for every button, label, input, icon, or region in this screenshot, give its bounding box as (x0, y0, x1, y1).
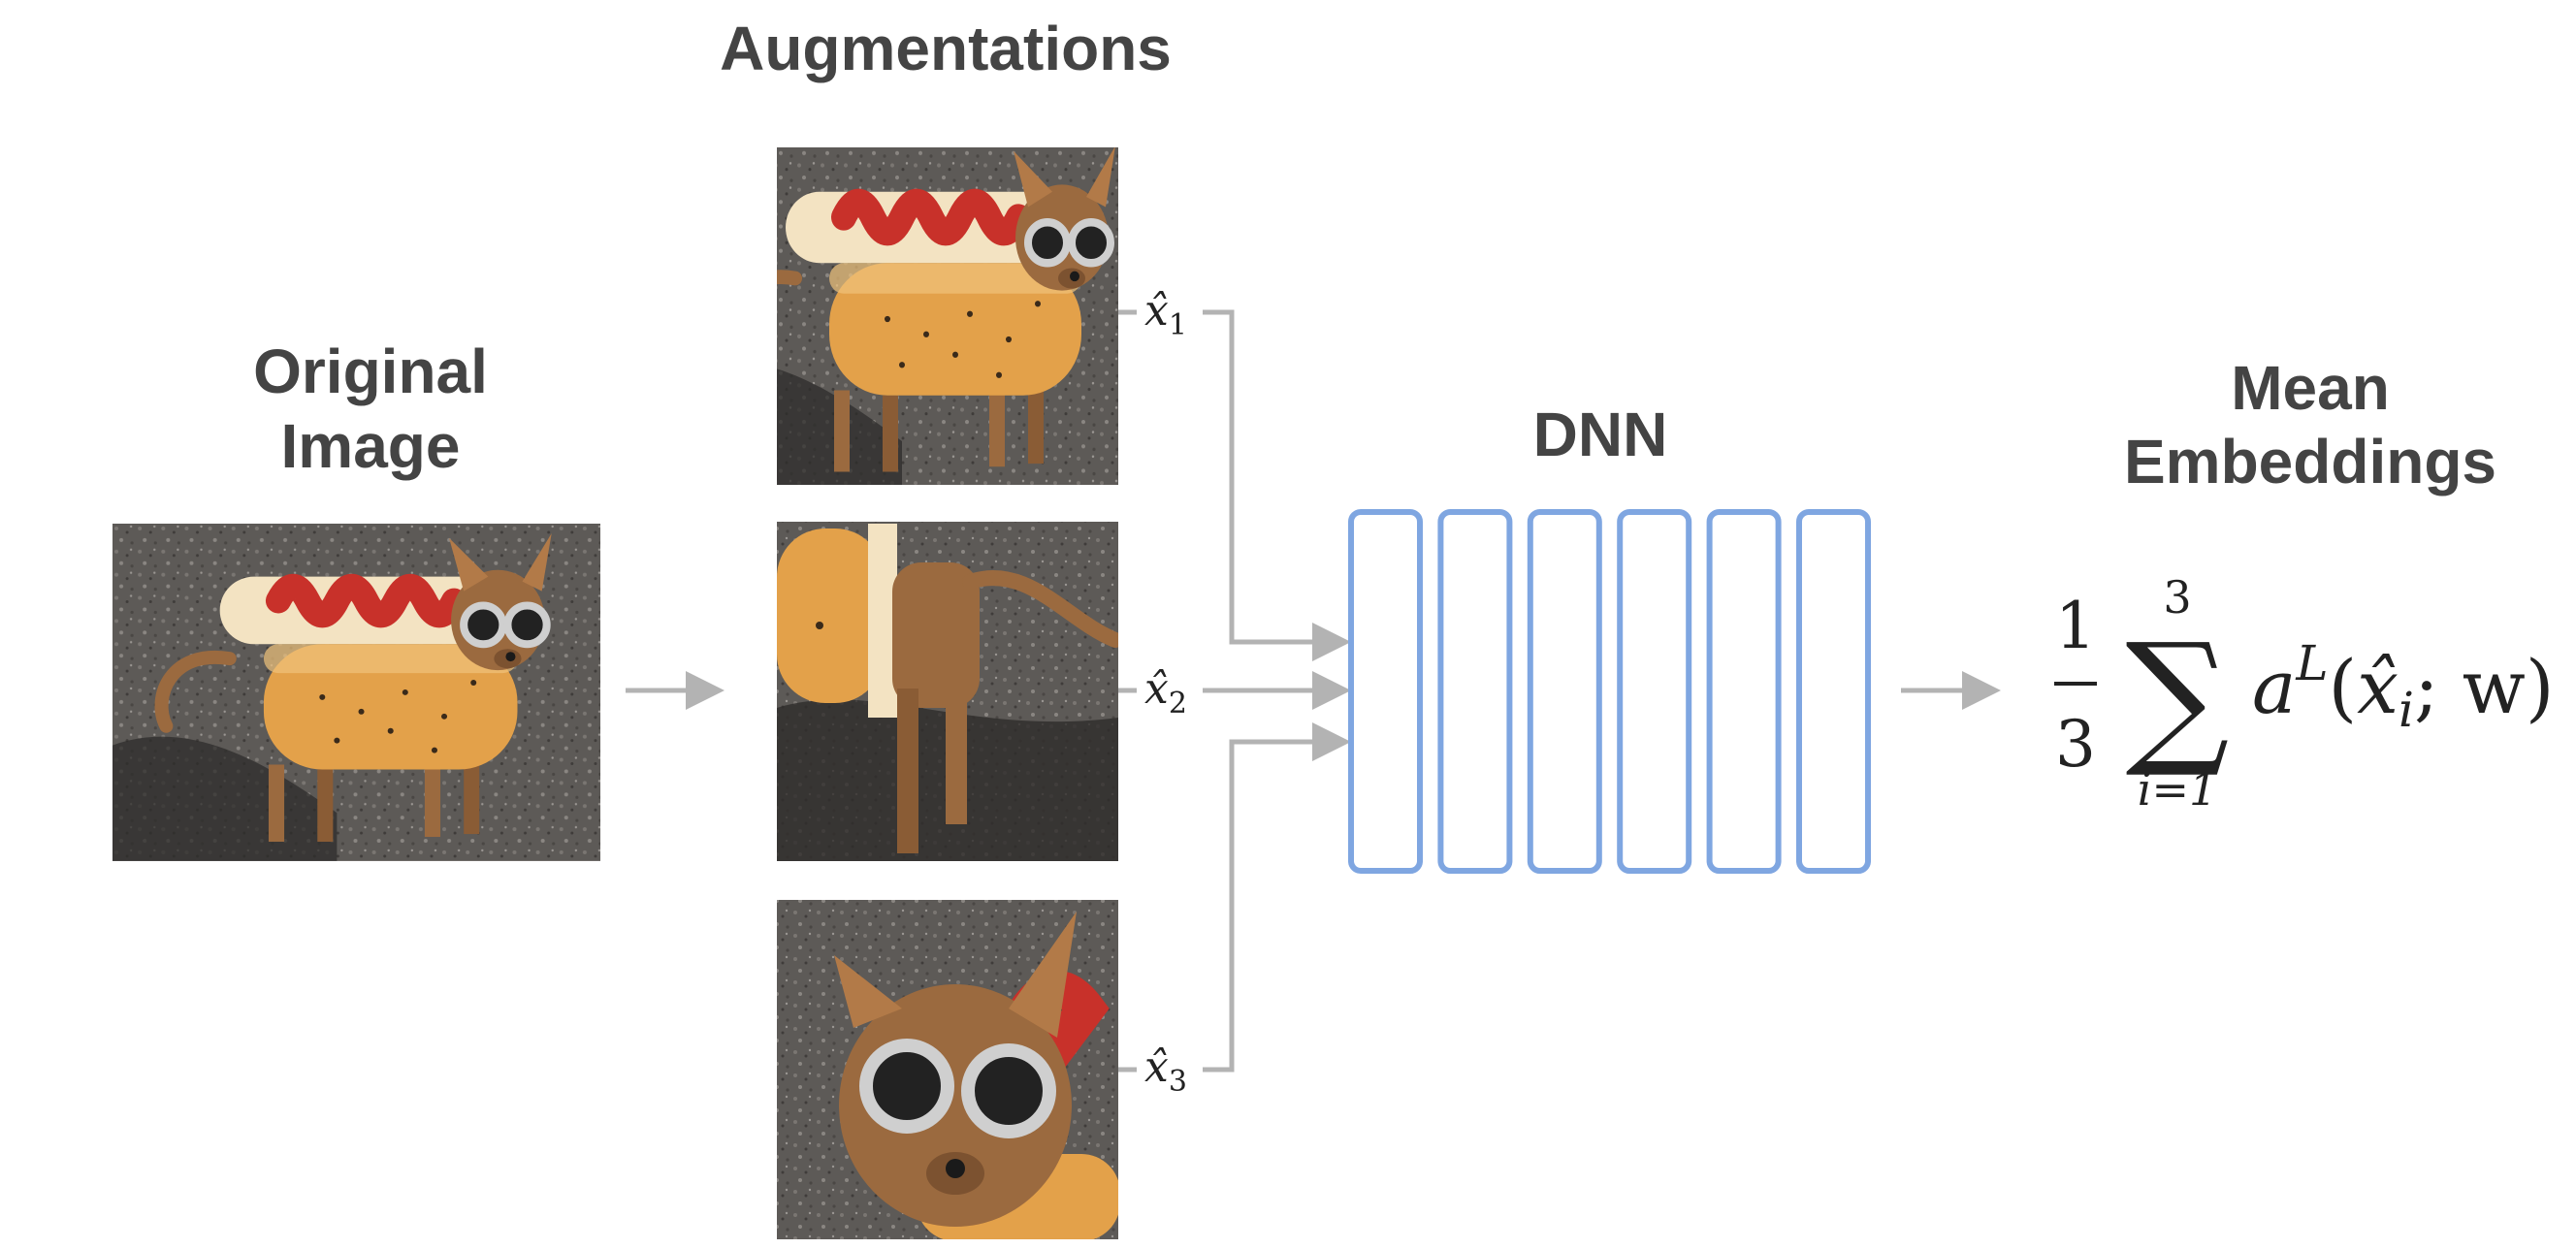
heading-mean-line2: Embeddings (2124, 427, 2496, 496)
heading-augmentations: Augmentations (720, 14, 1172, 83)
mean-embedding-formula: 1 3 3 ∑ i=1 aL(x̂i; w) (2054, 571, 2555, 816)
activation-xhat: x̂ (2357, 644, 2399, 730)
heading-original-line1: Original (253, 336, 488, 406)
label-x1: x̂1 (1144, 286, 1187, 342)
sum-symbol: ∑ (2125, 613, 2229, 782)
activation-rest: ; w) (2414, 644, 2554, 730)
label-x3-base: x̂ (1144, 1042, 1169, 1092)
open-paren: ( (2329, 644, 2358, 730)
connector-x1 (1118, 309, 1351, 661)
fraction-denominator: 3 (2055, 707, 2096, 782)
fraction-numerator: 1 (2055, 589, 2096, 663)
sum-upper-limit: 3 (2163, 571, 2191, 624)
dnn-layer-2 (1437, 509, 1513, 874)
heading-dnn: DNN (1533, 400, 1668, 469)
activation-expression: aL(x̂i; w) (2252, 635, 2555, 738)
heading-original-line2: Image (281, 411, 461, 481)
label-x3-sub: 3 (1169, 1065, 1187, 1099)
dnn-layer-1 (1348, 509, 1423, 874)
label-x2-sub: 2 (1169, 687, 1187, 721)
augmentation-image-1 (679, 136, 1164, 492)
label-x2: x̂2 (1144, 664, 1187, 721)
heading-mean-line1: Mean (2231, 353, 2390, 423)
activation-superscript: L (2295, 635, 2328, 691)
augmentation-image-3 (777, 900, 1118, 1239)
activation-sub-i: i (2399, 682, 2414, 738)
dnn-layer-3 (1527, 509, 1602, 874)
label-x3: x̂3 (1144, 1042, 1187, 1099)
label-x1-base: x̂ (1144, 286, 1169, 336)
dnn-layer-6 (1796, 509, 1871, 874)
label-x2-base: x̂ (1144, 664, 1169, 714)
dnn-layer-5 (1706, 509, 1782, 874)
activation-a: a (2252, 644, 2296, 730)
original-image (113, 524, 600, 861)
connector-x3 (1118, 722, 1351, 1073)
dnn-layer-4 (1617, 509, 1692, 874)
dnn-block (1348, 509, 1871, 874)
label-x1-sub: 1 (1169, 308, 1187, 342)
augmentation-image-2 (777, 522, 1118, 861)
sum-lower-limit: i=1 (2138, 763, 2218, 816)
